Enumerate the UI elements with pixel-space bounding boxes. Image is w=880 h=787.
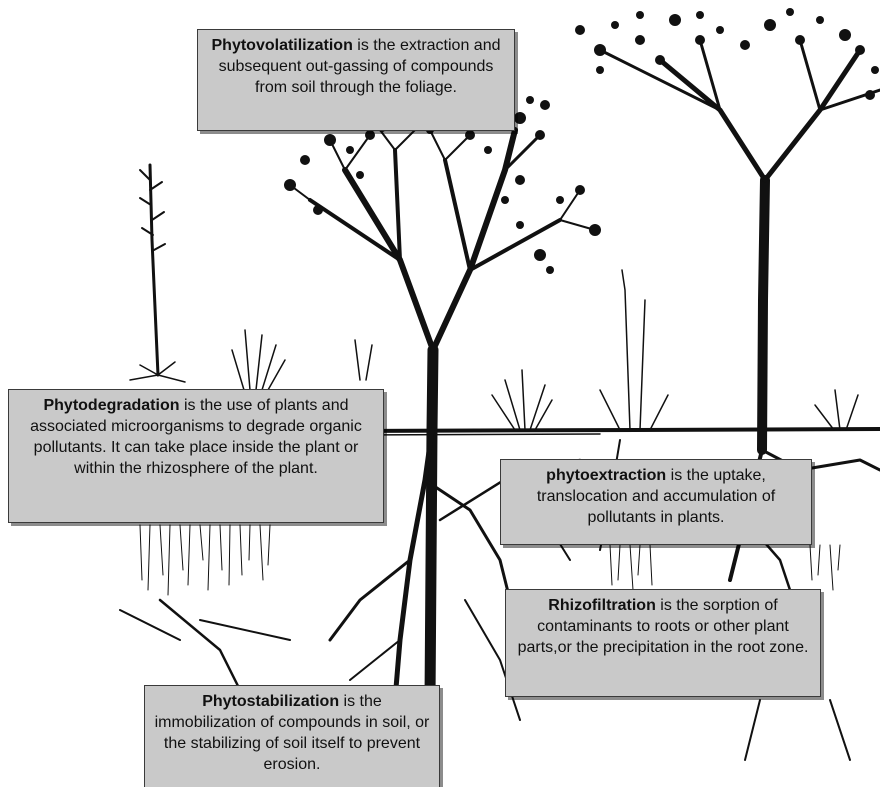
phytovolatilization-callout: Phytovolatilization is the extraction an… (197, 29, 515, 131)
phytostabilization-term: Phytostabilization (202, 693, 340, 710)
phytoextraction-description: is the uptake, translocation and accumul… (536, 467, 776, 526)
phytovolatilization-term: Phytovolatilization (211, 37, 353, 54)
phytostabilization-callout: Phytostabilization is the immobilization… (144, 685, 440, 787)
phytodegradation-callout: Phytodegradation is the use of plants an… (8, 389, 384, 523)
rhizofiltration-callout: Rhizofiltration is the sorption of conta… (505, 589, 821, 697)
fibrous-rootlets (139, 524, 841, 596)
phytodegradation-term: Phytodegradation (43, 397, 180, 414)
right-tree-foliage (575, 8, 879, 100)
rhizofiltration-term: Rhizofiltration (548, 597, 656, 614)
grass-clumps (231, 269, 859, 431)
phytoextraction-callout: phytoextraction is the uptake, transloca… (500, 459, 812, 545)
phytodegradation-description: is the use of plants and associated micr… (30, 397, 362, 477)
phytoextraction-term: phytoextraction (546, 467, 667, 484)
phytostabilization-description: is the immobilization of compounds in so… (154, 693, 430, 773)
rhizofiltration-description: is the sorption of contaminants to roots… (517, 597, 809, 656)
left-grass-stalk (129, 163, 186, 383)
phytovolatilization-description: is the extraction and subsequent out-gas… (218, 37, 501, 96)
right-tree (598, 38, 880, 455)
